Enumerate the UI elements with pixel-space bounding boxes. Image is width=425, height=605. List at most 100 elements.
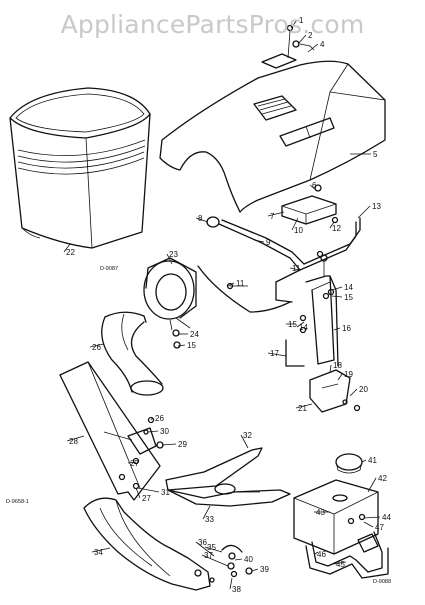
callout-leader xyxy=(333,561,347,565)
callout-number: 17 xyxy=(270,349,279,358)
callout-leader xyxy=(201,554,229,567)
callout-number: 46 xyxy=(317,550,326,559)
callout-leader xyxy=(161,443,177,446)
callout-number: 27 xyxy=(130,459,139,468)
callout-leader xyxy=(329,364,332,373)
callout-number: 12 xyxy=(332,224,341,233)
callout-number: 15 xyxy=(288,320,297,329)
callout-number: 29 xyxy=(178,440,187,449)
callout-leader xyxy=(137,487,160,493)
callout-leader xyxy=(127,461,137,464)
callout-number: 5 xyxy=(373,150,378,159)
callout-number: 1 xyxy=(299,16,304,25)
callout-number: 32 xyxy=(243,431,252,440)
callout-leader xyxy=(63,243,71,253)
callout-number: 39 xyxy=(260,565,269,574)
callout-number: 26 xyxy=(92,343,101,352)
callout-number: 33 xyxy=(205,515,214,524)
callout-number: 18 xyxy=(333,361,342,370)
callout-leader xyxy=(240,434,249,449)
callout-number: 15 xyxy=(187,341,196,350)
watermark: AppliancePartsPros.com xyxy=(60,10,365,39)
callout-leader xyxy=(253,239,265,243)
callout-leader xyxy=(289,267,301,271)
callout-leader xyxy=(333,327,341,331)
callout-number: 27 xyxy=(142,494,151,503)
callout-number: 22 xyxy=(66,248,75,257)
callout-number: 8 xyxy=(198,214,203,223)
callout-leader xyxy=(177,344,186,347)
callout-number: 2 xyxy=(308,31,313,40)
callout-leader xyxy=(367,477,377,493)
callout-leader xyxy=(147,430,159,433)
callout-number: 7 xyxy=(270,212,275,221)
bin-drawing xyxy=(9,87,151,249)
housing-drawing xyxy=(159,24,386,213)
callout-leader xyxy=(337,373,343,381)
callout-leader xyxy=(295,403,313,409)
leader-lines xyxy=(63,19,381,590)
callout-leader xyxy=(135,487,141,499)
chute-adaptor-drawing xyxy=(143,257,197,349)
callout-leader xyxy=(349,388,358,397)
callout-number: 6 xyxy=(312,181,317,190)
elbow-tube-drawing xyxy=(101,311,164,396)
callout-number: 15 xyxy=(344,293,353,302)
blade-drawing xyxy=(165,447,291,507)
callout-number: 45 xyxy=(336,560,345,569)
callout-leader xyxy=(89,343,105,348)
callout-number: 11 xyxy=(292,264,301,273)
callout-number: 37 xyxy=(204,551,213,560)
callout-number: 28 xyxy=(69,437,78,446)
callout-leader xyxy=(251,568,259,572)
callout-number: 34 xyxy=(94,548,103,557)
callout-leader xyxy=(202,505,211,520)
callout-leader xyxy=(363,516,381,519)
callout-leader xyxy=(227,282,235,287)
callout-leader xyxy=(329,221,335,229)
callout-leader xyxy=(166,253,173,265)
figure-code: D-9088 xyxy=(373,579,391,585)
callout-leader xyxy=(204,546,223,553)
callout-leader xyxy=(66,435,85,442)
callout-leader xyxy=(195,217,209,223)
callout-number: 10 xyxy=(294,226,303,235)
weight-box-drawing xyxy=(293,453,389,579)
figure-code: D-9658-1 xyxy=(6,499,29,505)
callout-leader xyxy=(267,352,287,357)
callout-number: 4 xyxy=(320,40,325,49)
callout-leader xyxy=(290,19,298,29)
callout-leader xyxy=(363,521,374,528)
callout-labels: 1245678910111112131414151515161718192021… xyxy=(66,16,391,594)
support-drawing xyxy=(285,254,361,413)
callout-number: 44 xyxy=(382,513,391,522)
callout-leader xyxy=(195,541,215,557)
callout-number: 23 xyxy=(169,250,178,259)
callout-number: 11 xyxy=(236,279,245,288)
callout-leader xyxy=(267,211,285,217)
callout-number: 47 xyxy=(375,523,384,532)
callout-number: 9 xyxy=(266,238,271,247)
callout-leader xyxy=(307,43,319,53)
callout-leader xyxy=(291,217,299,231)
callout-number: 31 xyxy=(161,488,170,497)
callout-leader xyxy=(331,286,343,291)
callout-number: 16 xyxy=(342,324,351,333)
callout-leader xyxy=(297,34,307,45)
callout-leader xyxy=(91,547,111,553)
callout-leader xyxy=(314,551,319,555)
callout-leader xyxy=(150,417,154,421)
bracket-drawing xyxy=(206,184,339,228)
callout-number: 38 xyxy=(232,585,241,594)
callout-number: 19 xyxy=(344,370,353,379)
callout-leader xyxy=(229,577,233,590)
callout-leader xyxy=(309,184,317,191)
callout-leader xyxy=(234,558,243,561)
chute-drawing xyxy=(59,361,164,501)
callout-number: 36 xyxy=(198,538,207,547)
callout-number: 14 xyxy=(299,323,308,332)
callout-number: 20 xyxy=(359,385,368,394)
callout-number: 21 xyxy=(298,404,307,413)
